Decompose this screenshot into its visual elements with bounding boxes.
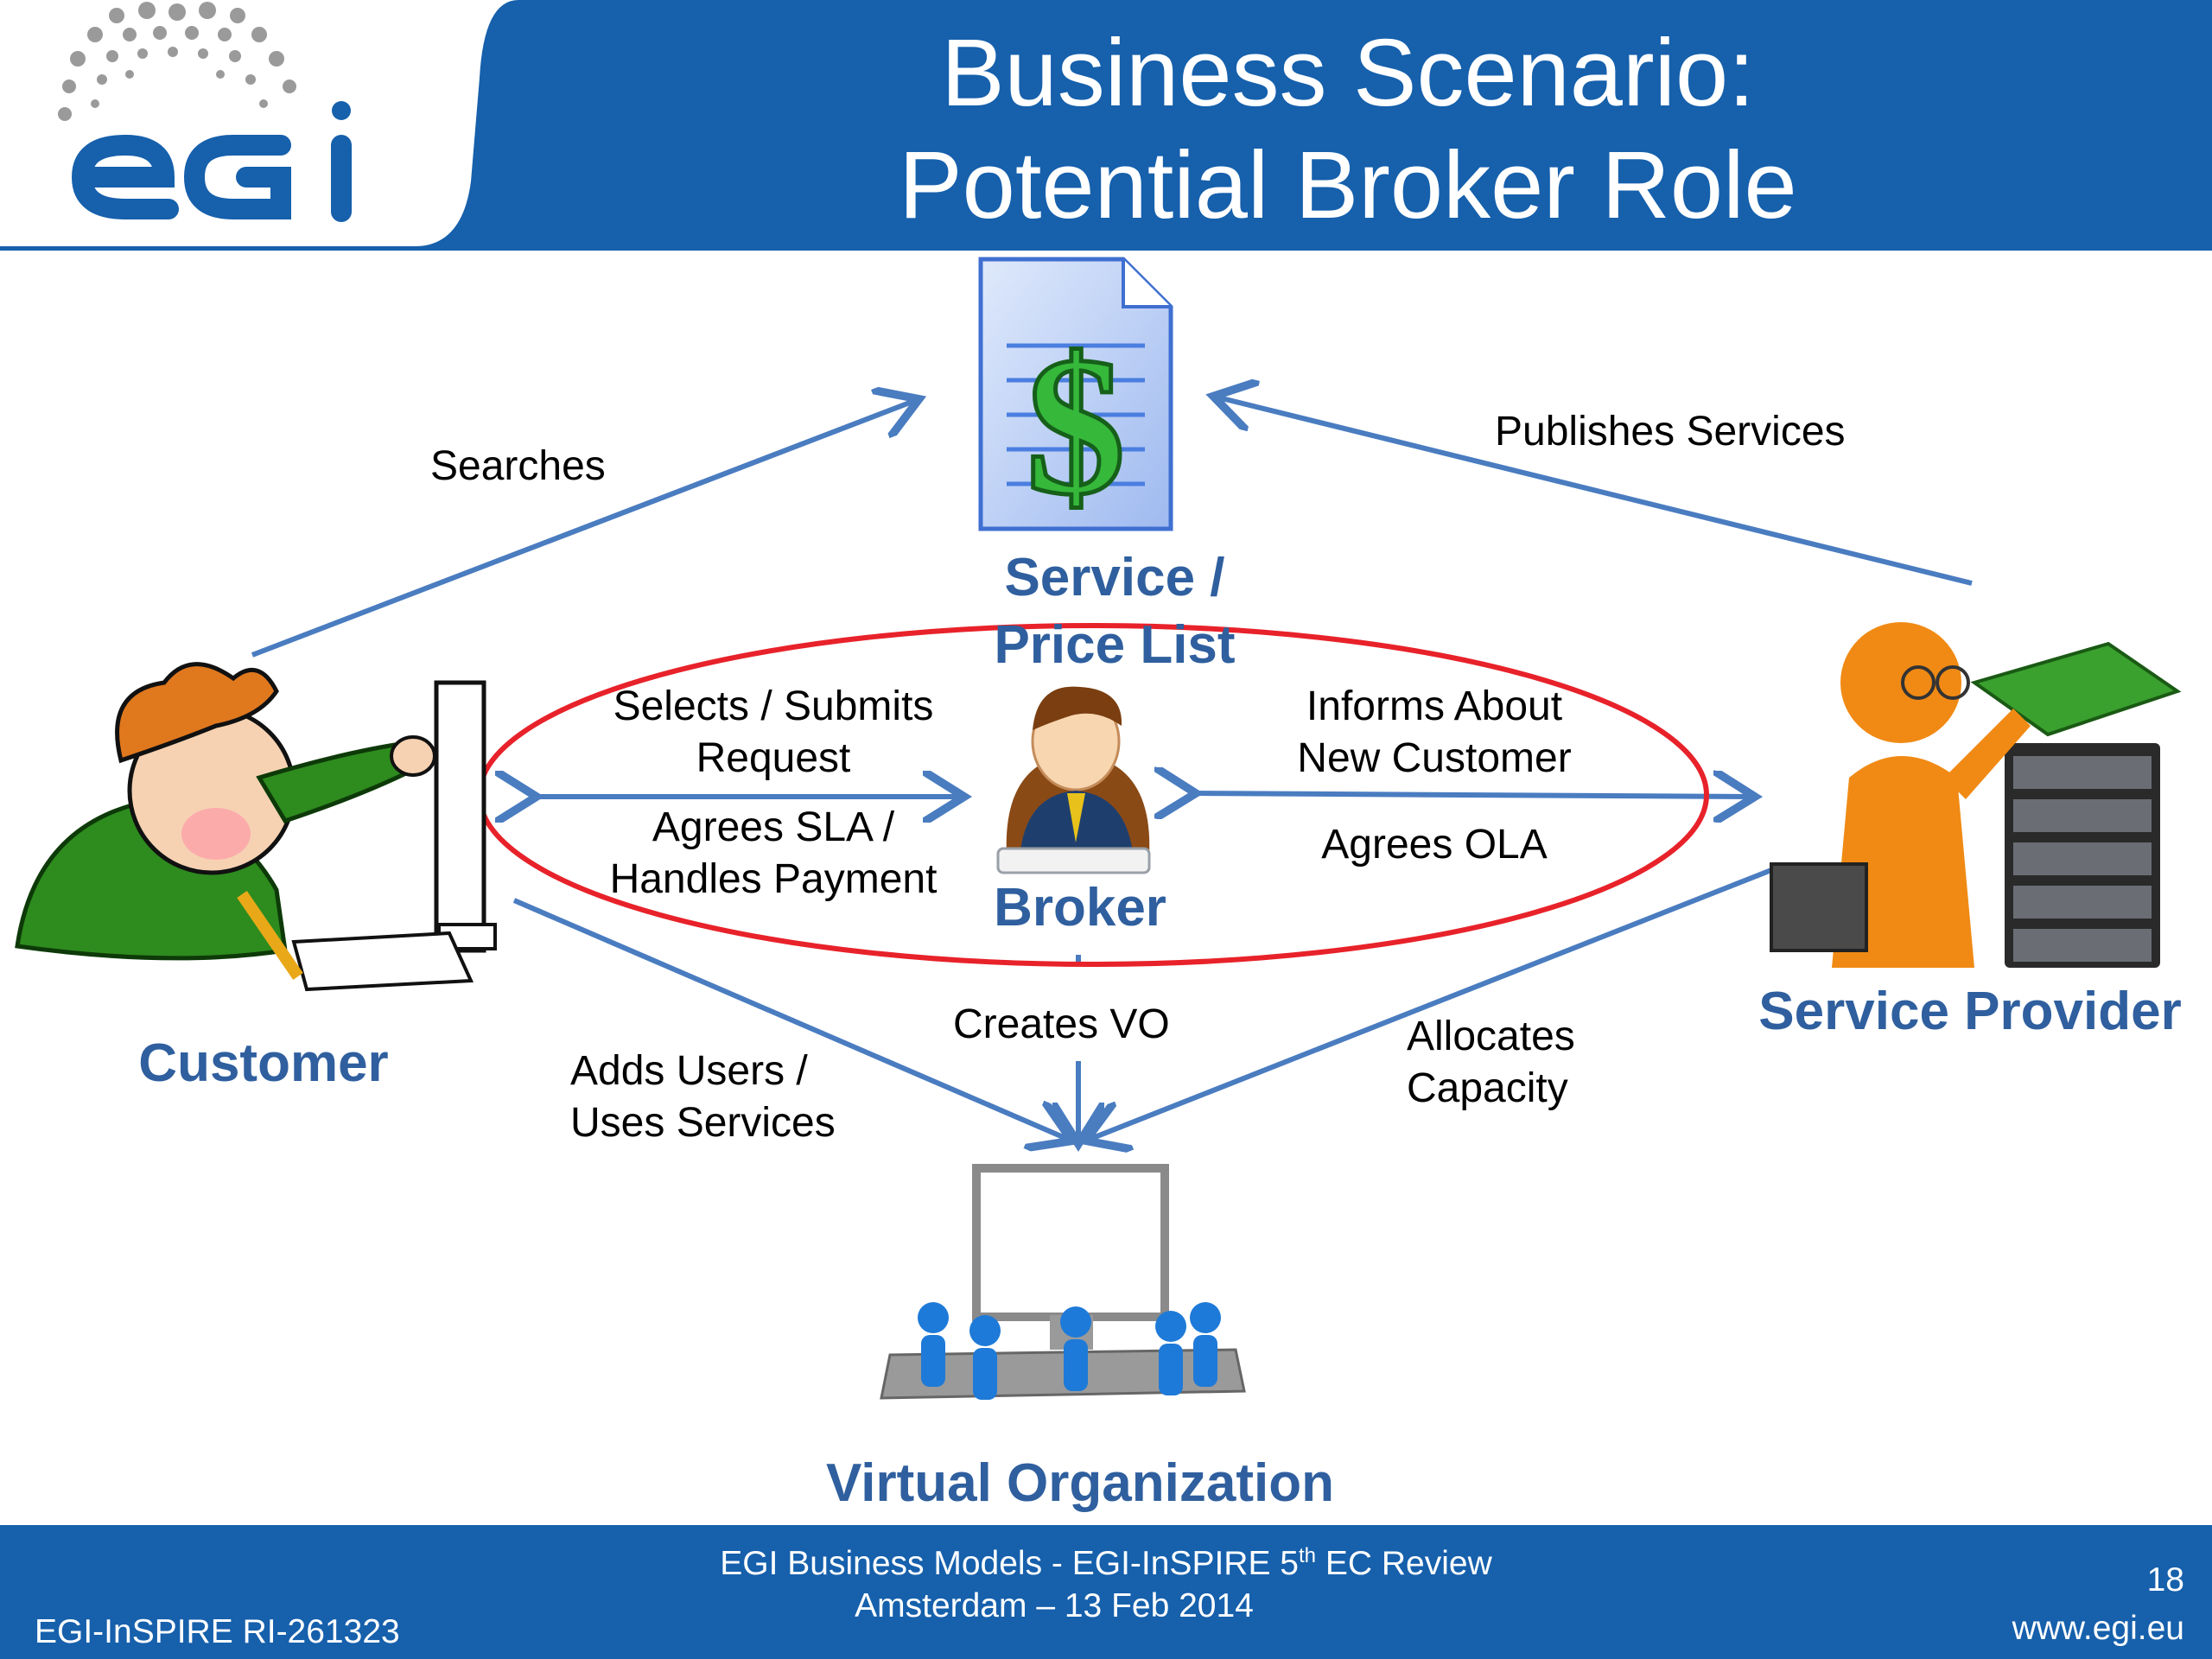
svg-text:$: $ [1027, 315, 1126, 536]
service-list-label: Service / Price List [942, 544, 1287, 679]
selects-submits-line-1: Selects / Submits [613, 683, 934, 729]
allocates-line-2: Capacity [1407, 1065, 1568, 1111]
footer-event-suffix: EC Review [1316, 1545, 1492, 1582]
agrees-sla-line-2: Handles Payment [609, 856, 938, 902]
allocates-line-1: Allocates [1407, 1014, 1575, 1059]
selects-submits-line-2: Request [696, 735, 851, 781]
virtual-organization-label: Virtual Organization [826, 1453, 1334, 1513]
footer-event-line: EGI Business Models - EGI-InSPIRE 5th EC… [0, 1544, 2212, 1583]
broker-person-icon [996, 686, 1151, 874]
allocates-capacity-label: Allocates Capacity [1407, 1011, 1575, 1115]
service-provider-label: Service Provider [1758, 982, 2182, 1041]
searches-label: Searches [430, 443, 606, 489]
virtual-organization-computer-icon [880, 1164, 1246, 1400]
service-provider-server-icon [1770, 622, 2182, 968]
egi-logo-icon [58, 2, 352, 222]
agrees-ola-label: Agrees OLA [1321, 822, 1548, 868]
footer-event-sup: th [1299, 1544, 1317, 1567]
dollar-document-icon: $ [978, 257, 1173, 538]
informs-label: Informs About New Customer [1244, 681, 1624, 785]
customer-cartoon-icon [15, 662, 497, 992]
arrow-searches [251, 401, 914, 658]
footer-project-id: EGI-InSPIRE RI-261323 [35, 1613, 400, 1650]
footer-event-prefix: EGI Business Models - EGI-InSPIRE 5 [720, 1545, 1299, 1582]
selects-submits-label: Selects / Submits Request [588, 681, 959, 785]
agrees-sla-label: Agrees SLA / Handles Payment [588, 802, 959, 906]
footer-url[interactable]: www.egi.eu [2012, 1610, 2184, 1647]
adds-users-line-1: Adds Users / [570, 1048, 808, 1094]
informs-line-1: Informs About [1306, 683, 1563, 729]
title-line-1: Business Scenario: [941, 20, 1755, 126]
footer-page-number: 18 [2146, 1561, 2184, 1599]
arrow-broker-provider [1191, 793, 1750, 797]
adds-users-label: Adds Users / Uses Services [570, 1046, 836, 1149]
service-list-line-1: Service / [1004, 548, 1225, 607]
arrow-adds-users [512, 898, 1067, 1139]
adds-users-line-2: Uses Services [570, 1100, 836, 1146]
customer-label: Customer [138, 1033, 389, 1093]
agrees-sla-line-1: Agrees SLA / [652, 804, 895, 850]
creates-vo-label: Creates VO [953, 1001, 1170, 1047]
title-line-2: Potential Broker Role [899, 132, 1797, 238]
publishes-services-label: Publishes Services [1495, 409, 1846, 454]
broker-label: Broker [994, 878, 1166, 938]
arrow-publishes [1218, 397, 1973, 586]
service-list-line-2: Price List [994, 615, 1236, 675]
slide-title: Business Scenario: Potential Broker Role [605, 17, 2091, 242]
arrow-allocates [1090, 866, 1777, 1139]
footer-bar: EGI Business Models - EGI-InSPIRE 5th EC… [0, 1525, 2212, 1659]
footer-date-line: Amsterdam – 13 Feb 2014 [855, 1587, 1254, 1624]
informs-line-2: New Customer [1297, 735, 1572, 781]
